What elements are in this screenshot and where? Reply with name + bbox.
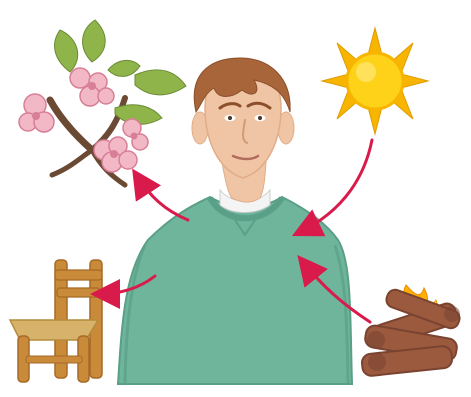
campfire-icon — [361, 285, 462, 377]
sun-icon — [322, 28, 428, 134]
wooden-chair-icon — [10, 260, 102, 382]
blossom-branch-icon — [19, 20, 186, 185]
